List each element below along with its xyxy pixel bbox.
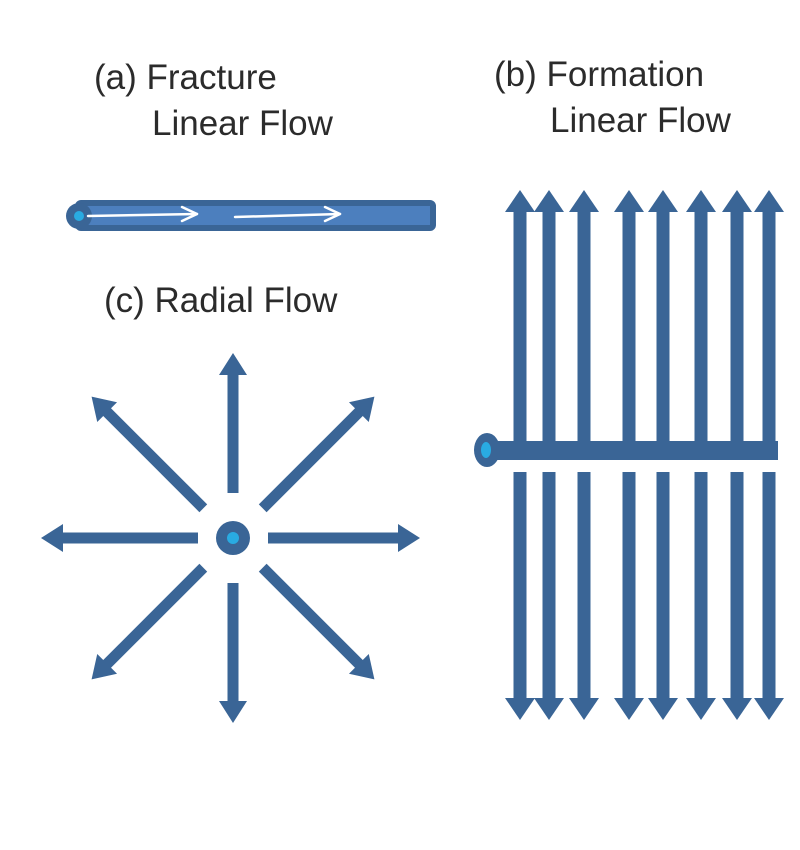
radial-arrow-shaft: [101, 406, 208, 513]
formation-down-arrow: [722, 472, 752, 720]
formation-up-arrow-head: [648, 190, 678, 212]
radial-arrow-head: [91, 653, 118, 680]
radial-arrow: [219, 353, 247, 493]
radial-arrow-head: [41, 524, 63, 552]
formation-down-arrow-head: [614, 698, 644, 720]
fracture-linear-flow: [66, 200, 436, 231]
formation-down-arrow: [754, 472, 784, 720]
radial-arrow: [91, 396, 208, 513]
formation-up-arrow-head: [722, 190, 752, 212]
formation-up-arrow-head: [686, 190, 716, 212]
formation-down-arrow-head: [534, 698, 564, 720]
formation-down-arrow-head: [648, 698, 678, 720]
radial-arrow-shaft: [258, 406, 365, 513]
fracture-flow-label-line1: (a) Fracture: [94, 58, 277, 97]
formation-down-arrow: [648, 472, 678, 720]
formation-up-arrow: [505, 190, 535, 444]
formation-up-arrow-head: [569, 190, 599, 212]
formation-down-arrow-head: [505, 698, 535, 720]
radial-arrow-head: [348, 396, 375, 423]
formation-down-arrow-head: [754, 698, 784, 720]
radial-well-dot: [227, 532, 239, 544]
formation-down-arrow: [569, 472, 599, 720]
radial-arrow: [219, 583, 247, 723]
radial-arrow-head: [219, 701, 247, 723]
formation-down-arrow: [505, 472, 535, 720]
formation-down-arrow-head: [722, 698, 752, 720]
radial-arrow-shaft: [258, 563, 365, 670]
radial-flow-label: (c) Radial Flow: [104, 281, 338, 320]
formation-down-arrow: [686, 472, 716, 720]
formation-down-arrow: [614, 472, 644, 720]
formation-up-arrow: [569, 190, 599, 444]
formation-up-arrow-head: [614, 190, 644, 212]
formation-up-arrow: [614, 190, 644, 444]
fracture-flow-arrows: [86, 205, 342, 223]
radial-arrow: [258, 563, 375, 680]
fracture-flow-label-line2: Linear Flow: [152, 104, 333, 143]
formation-up-arrow: [754, 190, 784, 444]
formation-up-arrow: [686, 190, 716, 444]
formation-linear-flow: [474, 190, 784, 720]
formation-up-arrows: [505, 190, 784, 444]
formation-flow-label-line2: Linear Flow: [550, 101, 731, 140]
formation-flow-label-line1: (b) Formation: [494, 55, 705, 94]
radial-arrow: [268, 524, 420, 552]
formation-up-arrow: [648, 190, 678, 444]
formation-down-arrow: [534, 472, 564, 720]
formation-down-arrow-head: [569, 698, 599, 720]
radial-flow: [41, 353, 420, 723]
radial-arrow-shaft: [101, 563, 208, 670]
radial-arrow-head: [91, 396, 118, 423]
radial-arrows: [41, 353, 420, 723]
fracture-well-dot: [74, 211, 84, 221]
radial-arrow-head: [219, 353, 247, 375]
radial-arrow: [91, 563, 208, 680]
formation-up-arrow-head: [754, 190, 784, 212]
formation-up-arrow: [722, 190, 752, 444]
formation-well-dot: [481, 442, 491, 458]
formation-fracture-bar: [485, 441, 778, 460]
formation-down-arrow-head: [686, 698, 716, 720]
radial-arrow: [41, 524, 198, 552]
radial-arrow-head: [398, 524, 420, 552]
formation-up-arrow: [534, 190, 564, 444]
radial-arrow: [258, 396, 375, 513]
formation-down-arrows: [505, 472, 784, 720]
formation-up-arrow-head: [534, 190, 564, 212]
radial-arrow-head: [348, 653, 375, 680]
formation-up-arrow-head: [505, 190, 535, 212]
